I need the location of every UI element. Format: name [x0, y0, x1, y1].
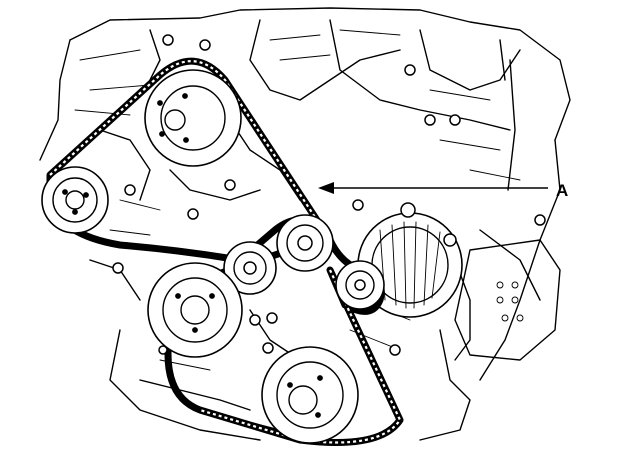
- alternator-pulley: [335, 260, 385, 310]
- ac-compressor-pulley: [147, 262, 243, 358]
- water-pump-pulley: [144, 69, 242, 167]
- mounting-bolts: [112, 34, 546, 356]
- callout-label: A: [556, 181, 568, 200]
- idler-pulley: [223, 241, 277, 295]
- catalytic-converter: [454, 239, 561, 361]
- tensioner-pulley: [276, 214, 334, 272]
- power-steering-pulley: [41, 166, 109, 234]
- callout-leader: [318, 182, 548, 194]
- crankshaft-pulley: [261, 346, 359, 444]
